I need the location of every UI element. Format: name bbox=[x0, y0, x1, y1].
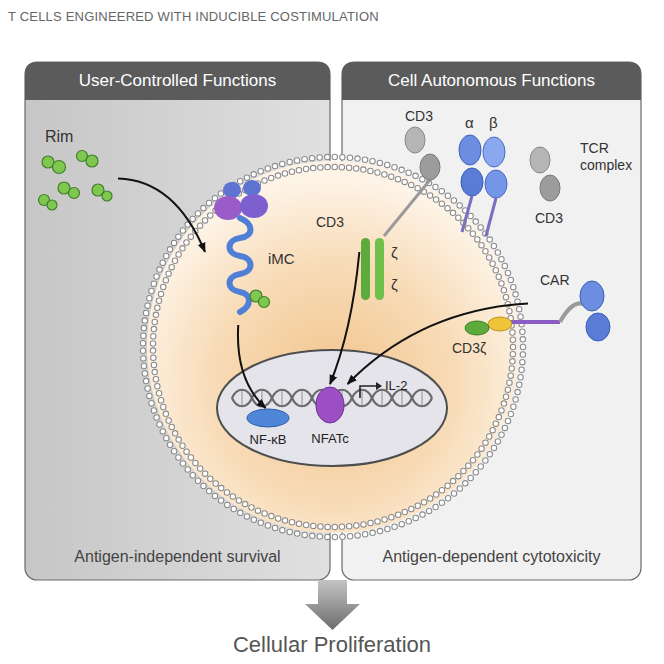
imc-chain bbox=[230, 218, 251, 312]
zeta-domain bbox=[465, 321, 489, 335]
cytoplasm bbox=[147, 161, 519, 533]
zeta-chain bbox=[361, 238, 370, 300]
membrane-outer bbox=[143, 157, 523, 537]
imc-domain bbox=[240, 194, 268, 218]
right-header-bar bbox=[342, 62, 641, 100]
imc-domain bbox=[223, 182, 241, 198]
signal-arrow bbox=[348, 304, 528, 385]
signal-arrow bbox=[238, 325, 266, 408]
dna-rung bbox=[401, 391, 402, 405]
bound-rim bbox=[259, 297, 270, 308]
protein-label: NF-κB bbox=[244, 433, 292, 447]
membrane-outer-dots bbox=[143, 157, 523, 537]
chain-label: ζ bbox=[391, 244, 398, 261]
dna-rung bbox=[301, 391, 302, 405]
drug-label: Rim bbox=[45, 128, 73, 146]
alpha-domain bbox=[461, 168, 483, 196]
transcription-arrow bbox=[360, 386, 376, 398]
nfkb-protein bbox=[247, 409, 289, 427]
function-panel: User-Controlled FunctionsAntigen-indepen… bbox=[25, 62, 330, 580]
car-scfv bbox=[580, 281, 604, 311]
protein-label: iMC bbox=[268, 250, 295, 267]
chain-tail bbox=[462, 196, 472, 232]
rim-molecules bbox=[39, 151, 113, 211]
gene-label: IL-2 bbox=[385, 379, 407, 394]
tcr-complex bbox=[361, 127, 560, 300]
chain-label: CD3 bbox=[405, 108, 433, 124]
chain-label: ζ bbox=[391, 276, 398, 293]
rim-molecule bbox=[47, 200, 57, 210]
domain-label: CD3ζ bbox=[452, 340, 486, 356]
result-arrow bbox=[305, 580, 360, 630]
cd3-domain bbox=[540, 175, 560, 201]
panel-heading: User-Controlled Functions bbox=[25, 62, 330, 100]
imc-domain bbox=[243, 180, 261, 196]
left-header-bar bbox=[25, 62, 330, 100]
membrane-inner bbox=[153, 167, 513, 527]
car-scfv bbox=[586, 313, 610, 341]
cd3-domain bbox=[530, 147, 550, 173]
dna-rung bbox=[281, 391, 282, 405]
costim-domain bbox=[488, 317, 512, 331]
drug-molecules: Rim bbox=[30, 128, 118, 212]
chain-label: CD3 bbox=[316, 214, 344, 230]
chain-label: β bbox=[489, 114, 498, 131]
signal-arrow bbox=[118, 178, 205, 251]
chain-label: α bbox=[465, 114, 474, 131]
dna-rung bbox=[361, 391, 362, 405]
car-hinge bbox=[560, 303, 584, 322]
rim-molecule bbox=[86, 155, 98, 167]
receptor-label: CAR bbox=[540, 272, 570, 288]
alpha-domain bbox=[459, 135, 481, 165]
switch-protein: iMC bbox=[205, 192, 300, 325]
transcription-arrowhead bbox=[376, 382, 382, 390]
panel-footer: Antigen-dependent cytotoxicity bbox=[342, 548, 641, 566]
function-panel: Cell Autonomous FunctionsAntigen-depende… bbox=[342, 62, 641, 580]
chain-tail bbox=[486, 198, 496, 236]
beta-domain bbox=[485, 170, 507, 198]
receptor-complex: TCR complex bbox=[355, 104, 572, 252]
car-receptor bbox=[465, 281, 610, 341]
beta-domain bbox=[483, 137, 505, 167]
cd3-domain bbox=[420, 154, 440, 180]
chain-tail bbox=[384, 180, 430, 236]
zeta-chain bbox=[375, 238, 384, 300]
signal-arrow bbox=[330, 252, 359, 384]
dna-rung bbox=[241, 391, 242, 405]
membrane-inner-dots bbox=[153, 167, 513, 527]
imc-protein bbox=[214, 180, 270, 312]
dna-rung bbox=[381, 391, 382, 405]
cd3-domain bbox=[405, 127, 425, 153]
transcription-factor: NFATc bbox=[308, 384, 352, 446]
rim-molecule bbox=[102, 191, 112, 201]
nfatc-protein bbox=[316, 387, 344, 423]
chimeric-receptor: CAR bbox=[528, 262, 615, 345]
rim-molecule bbox=[69, 188, 80, 199]
outcome-label: Cellular Proliferation bbox=[0, 632, 664, 657]
rim-molecule bbox=[53, 161, 66, 174]
nucleus bbox=[217, 350, 447, 466]
transcription-factor: NF-κB bbox=[244, 408, 292, 447]
panel-footer: Antigen-independent survival bbox=[25, 548, 330, 566]
protein-label: NFATc bbox=[308, 432, 352, 446]
panel-heading: Cell Autonomous Functions bbox=[342, 62, 641, 100]
dna-rung bbox=[421, 391, 422, 405]
chain-label: CD3 bbox=[535, 210, 563, 226]
diagram-title: T CELLS ENGINEERED WITH INDUCIBLE COSTIM… bbox=[8, 10, 379, 25]
receptor-label: TCR complex bbox=[580, 140, 638, 174]
